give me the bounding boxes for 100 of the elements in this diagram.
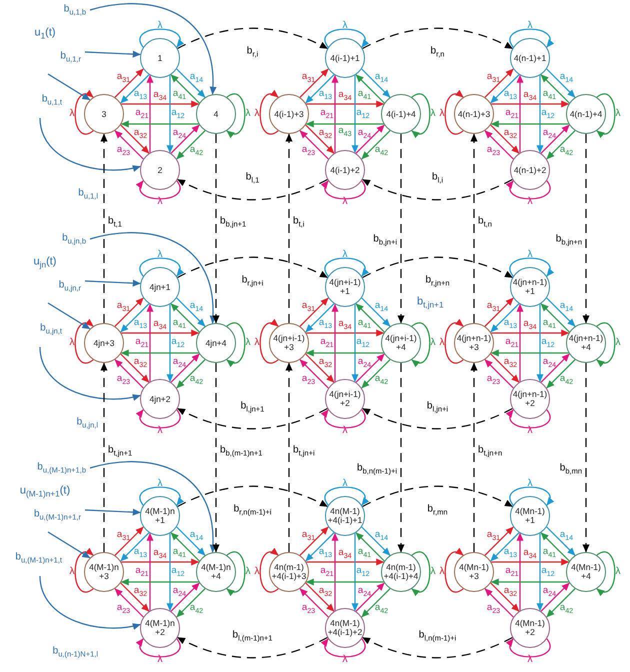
transition-arrow <box>356 582 385 612</box>
state-circle: 4(Mn-1) +3 <box>454 552 494 592</box>
state-circle: 1 <box>140 38 180 78</box>
input-arrow <box>90 461 216 553</box>
state-circle: 4(i-1)+1 <box>325 38 365 78</box>
input-arrow <box>84 508 141 516</box>
edge-label: a$_{12}$ <box>171 108 185 120</box>
signal-label: u$_{(M-1)n+1}$(t) <box>20 485 70 499</box>
transition-arrow <box>300 359 329 388</box>
transition-arrow <box>305 582 334 612</box>
transition-arrow <box>306 578 384 586</box>
transition-arrow <box>490 124 520 154</box>
transition-arrow <box>356 354 385 383</box>
transition-arrow <box>490 532 520 562</box>
self-loop-arrow <box>260 548 279 592</box>
coupling-arrow <box>177 636 328 658</box>
transition-arrow <box>484 526 514 556</box>
coupling-arrow <box>582 363 590 552</box>
edge-label: a$_{32}$ <box>134 586 148 598</box>
self-loop-arrow <box>510 258 554 277</box>
transition-arrow <box>356 124 385 154</box>
transition-arrow <box>170 74 200 104</box>
edge-label: a$_{23}$ <box>486 602 500 614</box>
edge-label: b$_{u,1,r}$ <box>60 51 81 63</box>
self-loop-arrow <box>506 638 550 658</box>
transition-arrow <box>332 532 338 611</box>
state-circle: 4(M-1)n +2 <box>140 608 180 648</box>
state-circle: 3 <box>84 94 124 134</box>
transition-arrow <box>176 298 206 327</box>
edge-label: a$_{42}$ <box>560 144 574 156</box>
edge-label: λ <box>254 338 260 348</box>
transition-arrow <box>546 298 576 327</box>
edge-label: a$_{34}$ <box>153 319 167 331</box>
transition-arrow <box>170 354 200 383</box>
state-circle: 4jn+4 <box>196 323 236 363</box>
edge-label: λ <box>616 567 620 577</box>
transition-arrow <box>491 558 570 566</box>
input-arrow <box>39 576 141 630</box>
transition-arrow <box>146 74 154 153</box>
edge-label: a$_{34}$ <box>153 90 167 102</box>
transition-arrow <box>120 582 150 612</box>
edge-label: a$_{42}$ <box>190 602 204 614</box>
transition-arrow <box>536 75 544 154</box>
transition-arrow <box>484 298 514 327</box>
transition-arrow <box>546 526 576 556</box>
self-loop-arrow <box>596 322 616 366</box>
edge-label: a$_{41}$ <box>172 88 186 100</box>
edge-label: λ <box>246 567 250 577</box>
edge-label: a$_{21}$ <box>135 566 149 578</box>
transition-arrow <box>120 120 199 128</box>
edge-label: a$_{32}$ <box>134 128 148 140</box>
transition-arrow <box>305 532 334 562</box>
transition-arrow <box>306 100 384 108</box>
transition-arrow <box>356 74 385 104</box>
edge-label: a$_{32}$ <box>504 128 518 140</box>
transition-arrow <box>300 588 329 618</box>
edge-label: a$_{34}$ <box>523 90 537 102</box>
transition-arrow <box>484 588 514 618</box>
transition-arrow <box>114 298 144 327</box>
edge-label: λ <box>158 197 162 207</box>
edge-label: λ <box>528 21 532 31</box>
edge-label: a$_{21}$ <box>320 108 334 120</box>
edge-label: a$_{34}$ <box>338 319 352 331</box>
edge-label: a$_{31}$ <box>486 530 500 542</box>
edge-label: λ <box>158 250 162 260</box>
edge-label: a$_{43}$ <box>338 126 352 138</box>
transition-arrow <box>300 68 329 98</box>
edge-label: a$_{24}$ <box>358 128 372 140</box>
edge-label: a$_{31}$ <box>302 530 316 542</box>
edge-label: a$_{21}$ <box>505 108 519 120</box>
transition-arrow <box>306 350 384 356</box>
edge-label: b$_{u,1,l}$ <box>78 188 98 200</box>
transition-arrow <box>176 526 206 556</box>
transition-arrow <box>546 359 576 388</box>
edge-label: λ <box>440 338 444 348</box>
edge-label: a$_{13}$ <box>504 318 518 330</box>
coupling-arrow <box>177 486 328 508</box>
edge-label: a$_{24}$ <box>172 128 186 140</box>
transition-arrow <box>176 588 206 618</box>
self-loop-arrow <box>324 258 368 277</box>
coupling-arrow <box>177 178 328 200</box>
state-circle: 4 <box>196 94 236 134</box>
self-loop-arrow <box>444 320 464 364</box>
coupling-arrow <box>398 363 404 552</box>
edge-label: b$_{t,i}$ <box>293 216 304 228</box>
edge-label: λ <box>528 197 532 207</box>
edge-label: a$_{42}$ <box>190 144 204 156</box>
transition-arrow <box>306 558 384 566</box>
transition-arrow <box>361 588 390 618</box>
transition-arrow <box>490 578 569 586</box>
coupling-arrow <box>582 134 590 324</box>
transition-arrow <box>356 532 385 562</box>
edge-label: a$_{21}$ <box>505 337 519 349</box>
self-loop-arrow <box>322 638 366 658</box>
coupling-arrow <box>362 178 513 200</box>
self-loop-arrow <box>506 180 550 200</box>
edge-label: a$_{42}$ <box>374 602 388 614</box>
self-loop-arrow <box>596 94 616 138</box>
transition-arrow <box>306 330 384 336</box>
edge-label: a$_{13}$ <box>318 88 332 100</box>
